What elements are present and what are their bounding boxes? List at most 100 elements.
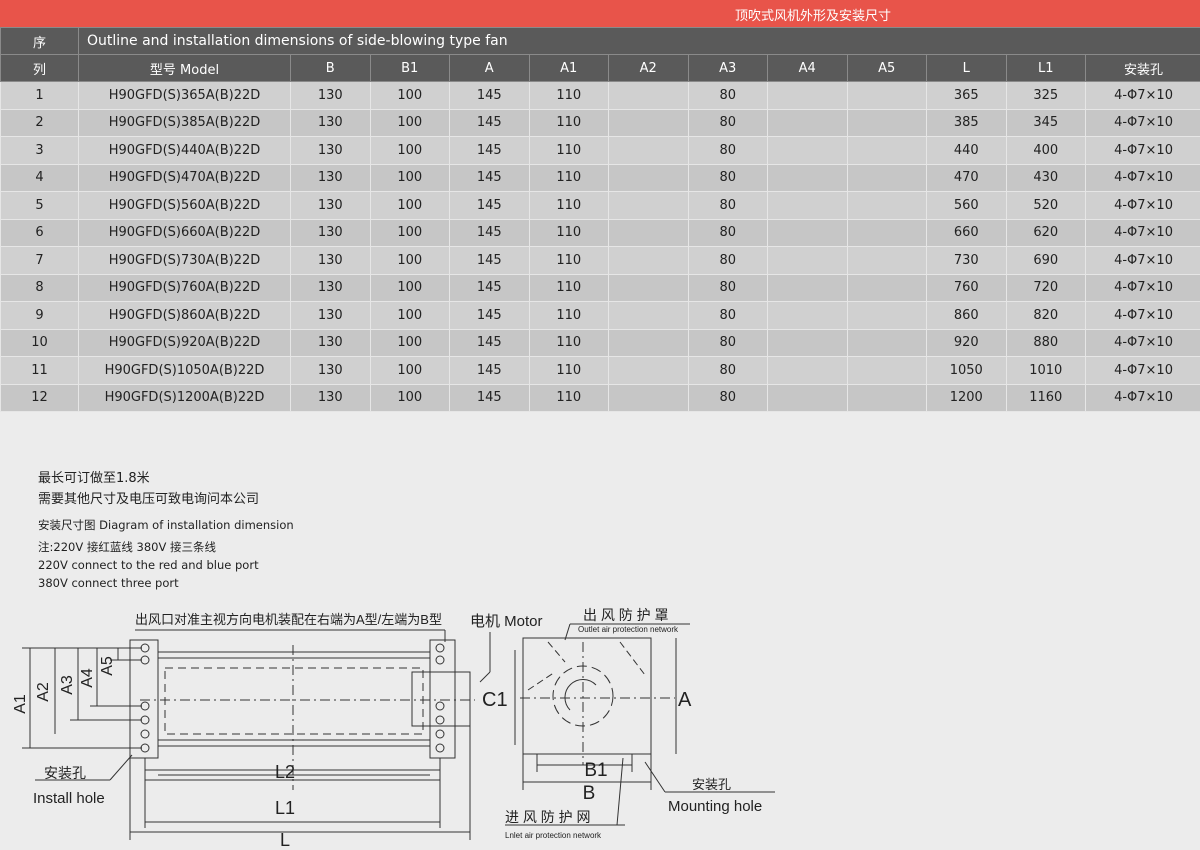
table-cell: 820 [1005,301,1086,330]
table-cell [767,356,848,385]
table-cell: 145 [449,108,530,137]
table-cell: 4-Φ7×10 [1084,273,1200,302]
table-cell [846,191,927,220]
column-header: L1 [1005,54,1086,82]
mount-hole [140,743,150,753]
table-cell: 385 [926,108,1007,137]
installation-diagram: 出风口对准主视方向电机装配在右端为A型/左端为B型 [12,607,775,850]
banner-title: 顶吹式风机外形及安装尺寸 [735,9,892,24]
orientation-note: 出风口对准主视方向电机装配在右端为A型/左端为B型 [135,612,442,627]
table-cell: 4-Φ7×10 [1084,108,1200,137]
table-cell: 145 [449,191,530,220]
table-cell [608,383,689,412]
table-cell: 100 [369,383,450,412]
column-header: A [449,54,530,82]
table-cell: 110 [528,218,609,247]
table-cell: 110 [528,328,609,357]
left-end-plate [129,639,159,759]
table-cell: 4-Φ7×10 [1084,301,1200,330]
table-cell [846,273,927,302]
fan-side-view [129,639,475,790]
column-header: B [290,54,371,82]
table-cell: 130 [290,246,371,275]
table-cell: 145 [449,383,530,412]
table-cell: 4-Φ7×10 [1084,328,1200,357]
table-cell: 80 [687,328,768,357]
table-cell: 430 [1005,163,1086,192]
table-cell: 12 [0,383,79,412]
label-l: L [280,830,290,850]
mount-hole [435,701,445,711]
table-cell: 145 [449,136,530,165]
column-header: 安装孔 [1084,54,1200,82]
table-cell: 11 [0,356,79,385]
label-a4: A4 [79,668,96,688]
mount-hole [435,643,445,653]
table-cell: 130 [290,328,371,357]
table-cell: 110 [528,273,609,302]
leader-line [644,761,666,793]
label-a5: A5 [99,656,116,676]
note-contact: 需要其他尺寸及电压可致电询问本公司 [38,492,260,507]
table-cell [608,218,689,247]
table-cell: 130 [290,108,371,137]
table-cell: 110 [528,191,609,220]
table-cell [608,191,689,220]
table-cell: 100 [369,218,450,247]
table-cell: 6 [0,218,79,247]
table-cell [608,273,689,302]
column-header: B1 [369,54,450,82]
column-header: L [926,54,1007,82]
table-cell: 560 [926,191,1007,220]
table-cell: 100 [369,163,450,192]
table-cell [767,81,848,110]
table-cell: 1160 [1005,383,1086,412]
table-cell: 145 [449,246,530,275]
column-header: A2 [608,54,689,82]
table-cell: 620 [1005,218,1086,247]
wiring-note-en-1: 220V connect to the red and blue port [38,558,259,572]
table-cell: 130 [290,191,371,220]
leader-line [616,757,624,826]
table-cell [846,301,927,330]
table-cell: 760 [926,273,1007,302]
mount-hole [435,715,445,725]
outlet-guard-cn: 出 风 防 护 罩 [583,607,669,623]
wiring-note-cn: 注:220V 接红蓝线 380V 接三条线 [38,540,216,554]
leader-line [109,754,133,781]
table-cell: 145 [449,273,530,302]
table-cell: 4-Φ7×10 [1084,191,1200,220]
table-cell: H90GFD(S)860A(B)22D [78,301,291,330]
note-max-length: 最长可订做至1.8米 [38,471,150,486]
table-cell: H90GFD(S)760A(B)22D [78,273,291,302]
table-cell: 8 [0,273,79,302]
outlet-guide [547,641,566,663]
table-cell: 145 [449,356,530,385]
seq-header-bottom: 列 [0,54,79,82]
table-cell: H90GFD(S)660A(B)22D [78,218,291,247]
table-cell: 1010 [1005,356,1086,385]
table-cell [846,81,927,110]
table-cell: 880 [1005,328,1086,357]
table-cell: 80 [687,191,768,220]
table-cell [767,108,848,137]
table-cell: 80 [687,246,768,275]
column-header: 型号 Model [78,54,291,82]
table-cell: 100 [369,81,450,110]
table-cell: 100 [369,301,450,330]
table-cell: 145 [449,81,530,110]
table-cell: H90GFD(S)365A(B)22D [78,81,291,110]
title-banner: 顶吹式风机外形及安装尺寸 [0,0,1200,27]
mount-hole [140,715,150,725]
table-cell: 80 [687,383,768,412]
leader-line [564,623,571,641]
mount-hole [140,701,150,711]
motor-label: 电机 Motor [470,613,543,630]
table-cell: 470 [926,163,1007,192]
table-cell: 130 [290,218,371,247]
